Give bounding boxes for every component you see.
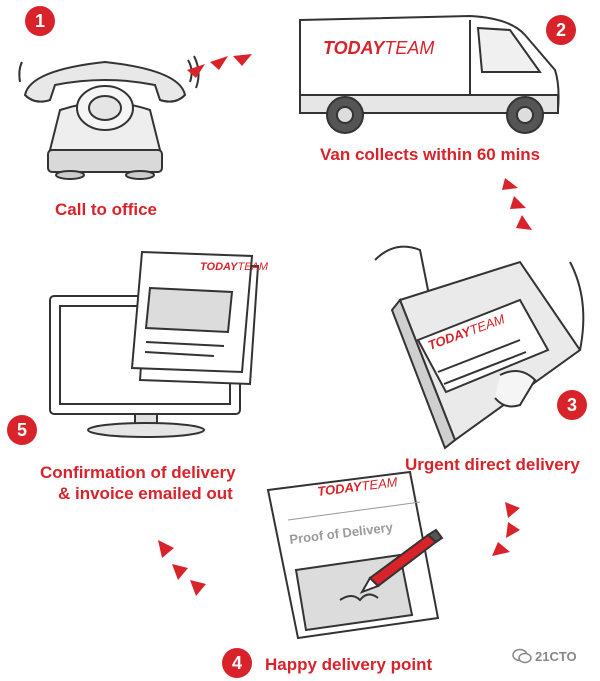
flow-arrow-3-to-4 [492,502,520,556]
invoice-brand-logo: TODAYTEAM [200,261,269,273]
step-2-caption: Van collects within 60 mins [320,145,541,164]
step-3-caption: Urgent direct delivery [405,455,580,474]
step-5-caption-line2: & invoice emailed out [58,484,233,503]
step-3-badge: 3 [557,390,587,420]
proof-of-delivery-document-icon [266,470,440,640]
van-brand-logo: TODAYTEAM [323,38,434,58]
step-2-badge: 2 [546,15,576,45]
step-4-badge: 4 [222,648,252,678]
watermark-text: 21CTO [535,649,577,664]
flow-arrow-1-to-2 [187,54,252,78]
delivery-van-icon [299,14,560,134]
flow-arrow-4-to-5 [158,540,206,596]
step-1-caption: Call to office [55,200,158,219]
step-1-badge: 1 [25,6,55,36]
telephone-icon [18,55,200,180]
step-5-badge: 5 [7,415,37,445]
parcel-box-icon [374,245,585,450]
document-brand-logo: TODAYTEAM [317,474,399,499]
step-5-caption-line1: Confirmation of delivery [40,463,236,482]
flow-arrow-2-to-3 [502,178,532,230]
invoice-document-icon [130,250,260,386]
wechat-icon [512,648,532,664]
step-4-caption: Happy delivery point [265,655,433,674]
pen-icon [359,528,444,594]
